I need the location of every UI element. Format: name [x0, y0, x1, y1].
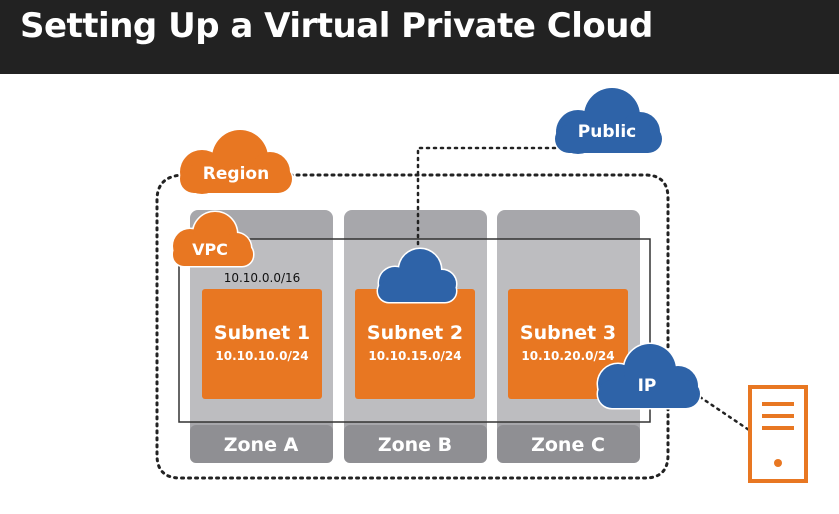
server-icon: [748, 385, 808, 483]
zone-b-label: Zone B: [378, 434, 452, 456]
subnet-1-cidr: 10.10.10.0/24: [215, 349, 308, 363]
region-boundary: [155, 173, 670, 480]
subnet-2-label: Subnet 2: [367, 322, 463, 344]
vpc-diagram: Zone A Zone B Zone C Subnet 1 10.10.10.0…: [155, 86, 808, 483]
ip-label: IP: [638, 376, 657, 396]
vpc-cidr: 10.10.0.0/16: [224, 271, 301, 285]
subnet-2: Subnet 2 10.10.15.0/24: [355, 289, 475, 399]
ip-connector-line: [698, 395, 754, 434]
zone-a-label: Zone A: [224, 434, 299, 456]
public-connector-line: [416, 146, 557, 264]
ip-cloud-icon: IP: [596, 342, 702, 410]
subnet-1: Subnet 1 10.10.10.0/24: [202, 289, 322, 399]
public-cloud-icon: Public: [553, 86, 664, 156]
zone-c-label: Zone C: [531, 434, 605, 456]
subnet-3-label: Subnet 3: [520, 322, 616, 344]
page-title: Setting Up a Virtual Private Cloud: [20, 6, 653, 46]
vpc-cloud-icon: VPC: [171, 210, 255, 268]
subnet-3-cidr: 10.10.20.0/24: [521, 349, 614, 363]
subnet-1-label: Subnet 1: [214, 322, 310, 344]
subnet-2-cloud-icon: [376, 247, 458, 304]
title-bar: Setting Up a Virtual Private Cloud: [0, 0, 839, 74]
region-cloud-icon: Region: [178, 128, 294, 196]
subnet-3: Subnet 3 10.10.20.0/24: [508, 289, 628, 399]
vpc-label: VPC: [192, 240, 228, 259]
subnet-2-cidr: 10.10.15.0/24: [368, 349, 461, 363]
region-label: Region: [203, 164, 269, 184]
public-label: Public: [578, 122, 636, 142]
